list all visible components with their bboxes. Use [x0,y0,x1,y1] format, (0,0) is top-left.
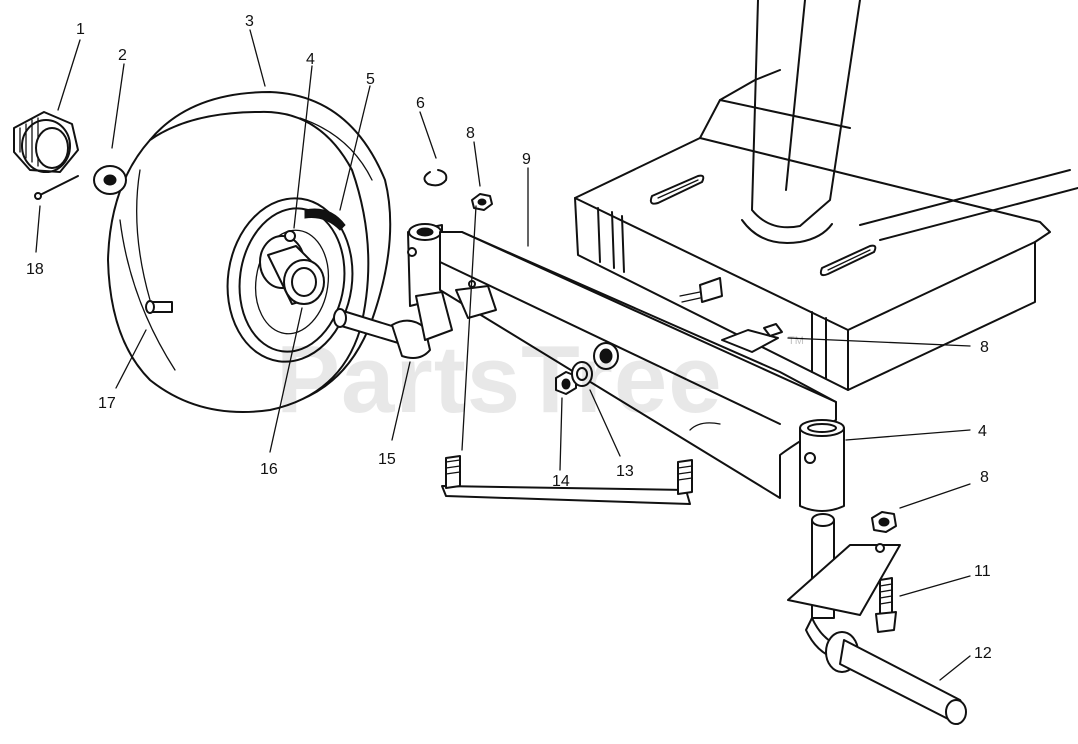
spindle-left [333,223,453,359]
callout-6: 6 [416,95,425,112]
wheel-assembly [107,91,392,413]
tie-rod [441,455,693,505]
callout-4-hub: 4 [306,51,315,68]
axle-nut [555,371,577,395]
callout-14: 14 [552,473,570,490]
callout-11: 11 [974,563,991,580]
watermark-text: PartsTree [276,326,723,433]
callout-2: 2 [118,47,127,64]
callout-15: 15 [378,451,396,468]
axle-bushing [593,342,619,370]
hex-nut-top [471,193,493,211]
watermark-trademark: TM [788,335,804,347]
axle-washer [571,361,593,387]
callout-3: 3 [245,13,254,30]
leader-lines [35,29,971,681]
callout-17: 17 [98,395,116,412]
callout-13: 13 [616,463,634,480]
hex-nut-right [871,511,897,533]
callout-4-axle: 4 [978,423,987,440]
callout-1: 1 [76,21,85,38]
callout-labels: 1 2 3 4 5 6 8 9 8 4 8 11 12 13 14 15 16 … [26,13,992,662]
cotter-pin [34,175,79,200]
hub-cap [13,111,79,173]
callout-18: 18 [26,261,44,278]
mower-frame [574,0,1078,391]
callout-5: 5 [366,71,375,88]
callout-8-frame: 8 [980,339,989,356]
hex-bolt [875,577,897,633]
callout-8-right: 8 [980,469,989,486]
spindle-right [787,513,967,725]
callout-8-top: 8 [466,125,475,142]
callout-9: 9 [522,151,531,168]
callout-12: 12 [974,645,992,662]
front-axle [439,231,845,512]
callout-16: 16 [260,461,278,478]
flat-washer [93,165,127,195]
retaining-ring [423,169,448,187]
